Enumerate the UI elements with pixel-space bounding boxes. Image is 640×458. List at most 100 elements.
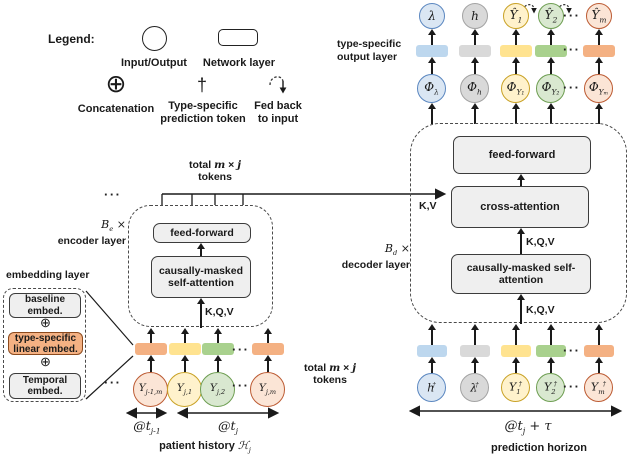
history-token-label: Yj,m [258, 382, 277, 397]
prediction-horizon-caption: prediction horizon [491, 442, 587, 454]
ellipsis: ··· [232, 342, 250, 357]
horizon-token-bar [460, 345, 490, 357]
arrow-up-icon [428, 29, 435, 45]
decoder-block: feed-forward cross-attention K,Q,V causa… [410, 123, 627, 324]
ellipsis: ··· [563, 42, 581, 57]
network-layer-icon [218, 29, 258, 46]
output-node-label: λ [428, 9, 436, 23]
arrow-up-icon [517, 228, 524, 254]
encoder-tokens-label: total m × j tokens [178, 159, 252, 183]
ellipsis: ··· [563, 8, 581, 23]
arrow-up-icon [428, 57, 435, 74]
phi-node-label: ΦY₁ [506, 80, 525, 97]
arrow-up-icon [512, 357, 519, 373]
arrow-up-icon [181, 328, 188, 343]
fed-back-icon [521, 4, 537, 15]
history-token-label: Yj,1 [176, 382, 193, 397]
horizon-column-lambda: λ† [457, 323, 493, 403]
phi-node: Φh [460, 74, 489, 103]
output-layer-bar [583, 45, 615, 57]
baseline-embed-box: baseline embed. [9, 293, 81, 318]
horizon-column-ym: Ym† [581, 323, 617, 403]
phi-node-label: ΦYₘ [588, 80, 609, 97]
arrow-up-icon [512, 103, 519, 124]
dagger-icon: † [196, 75, 207, 95]
encoder-multiplier: Be × [101, 218, 126, 234]
arrow-up-icon [428, 103, 435, 124]
arrow-up-icon [517, 294, 524, 324]
embedding-block: baseline embed. ⊕ type-specific linear e… [3, 288, 86, 402]
output-node: Ŷ2 [538, 3, 564, 29]
horizon-token-label: Ym† [590, 379, 607, 396]
arrow-up-icon [512, 57, 519, 74]
arrow-up-icon [547, 57, 554, 74]
decoder-feed-forward-box: feed-forward [453, 136, 591, 174]
history-token-bar [202, 343, 234, 355]
horizon-token-node: Ym† [584, 373, 613, 402]
fed-back-icon [556, 4, 572, 15]
fed-back-icon [269, 76, 287, 94]
arrow-up-icon [595, 57, 602, 74]
output-layer-label: type-specific output layer [337, 38, 402, 63]
arrow-up-icon [147, 355, 154, 372]
ellipsis: ··· [104, 187, 122, 202]
output-node: λ [419, 3, 445, 29]
phi-node-label: Φh [467, 80, 482, 97]
input-output-icon [142, 26, 167, 51]
legend-network-layer-label: Network layer [202, 57, 276, 69]
arrow-up-icon [595, 357, 602, 373]
decoder-multiplier: Bd × [384, 242, 410, 258]
arrow-up-icon [214, 328, 221, 343]
type-specific-embed-box: type-specific linear embed. [8, 332, 83, 355]
phi-node: ΦY₂ [536, 74, 565, 103]
history-token-label: Yj,2 [209, 382, 226, 397]
output-node: Ŷ1 [503, 3, 529, 29]
ellipsis: ··· [563, 80, 581, 95]
legend: Legend: Input/Output Network layer ⊕ Con… [0, 0, 310, 135]
horizon-token-label: λ† [470, 380, 479, 395]
kqv-label: K,Q,V [526, 236, 555, 248]
encoder-feed-forward-box: feed-forward [153, 223, 251, 243]
output-column-y2: Ŷ2 ΦY₂ [533, 3, 572, 124]
arrow-up-icon [547, 324, 554, 345]
encoder-self-attention-box: causally-masked self-attention [151, 256, 251, 298]
encoder-side-label: Be × encoder layer [50, 218, 126, 248]
horizon-token-node: Y2† [536, 373, 565, 402]
horizon-token-bar [584, 345, 614, 357]
history-token-bar [169, 343, 201, 355]
history-token-node: Yj,2 [200, 372, 235, 407]
output-node-label: Ŷ1 [509, 7, 523, 25]
time-prev-label: @tj-1 [133, 418, 161, 436]
encoder-layer-label: encoder layer [57, 235, 126, 248]
output-layer-bar [500, 45, 532, 57]
arrow-up-icon [595, 103, 602, 124]
arrow-up-icon [471, 29, 478, 45]
output-node: Ŷm [586, 3, 612, 29]
arrow-up-icon [147, 328, 154, 343]
legend-input-output-label: Input/Output [121, 57, 187, 69]
cross-attention-box: cross-attention [451, 186, 589, 228]
horizon-token-bar [417, 345, 447, 357]
arrow-up-icon [428, 324, 435, 345]
patient-history-caption: patient history ℋj [159, 439, 251, 455]
arrow-up-icon [547, 29, 554, 45]
arrow-up-icon [595, 324, 602, 345]
horizon-column-y2: Y2† [533, 323, 569, 403]
history-token-node: Yj,1 [167, 372, 202, 407]
ellipsis: ··· [563, 379, 581, 394]
temporal-embed-box: Temporal embed. [9, 373, 81, 399]
horizon-token-label: Y2† [543, 379, 557, 396]
arrow-up-icon [471, 324, 478, 345]
history-column-m: Yj,m [249, 327, 287, 407]
time-curr-label: @tj [218, 418, 238, 436]
horizon-time-label: @tj + τ [504, 419, 552, 436]
encoder-block: feed-forward causally-masked self-attent… [128, 205, 273, 328]
phi-node-label: Φλ [424, 80, 439, 97]
concatenation-icon: ⊕ [40, 315, 51, 330]
phi-node: ΦYₘ [584, 74, 613, 103]
phi-node-label: ΦY₂ [541, 80, 560, 97]
output-column-y1: Ŷ1 ΦY₁ [498, 3, 537, 124]
output-node-label: h [471, 9, 479, 23]
encoder-tokens-line1: total m × j [189, 159, 241, 171]
